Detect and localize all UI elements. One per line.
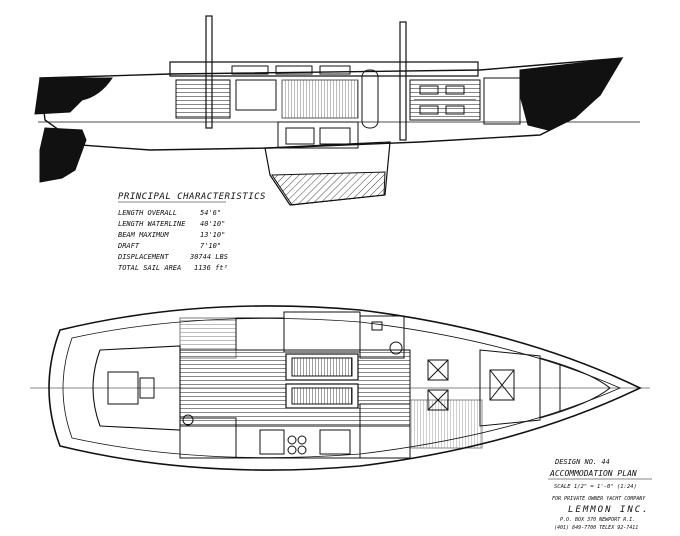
hull-plan-outer [48, 305, 642, 471]
accommodation-plan [30, 305, 650, 471]
firm-address: P.O. BOX 370 NEWPORT R.I. [560, 517, 635, 523]
bow-black-section [519, 57, 623, 131]
spec-value-displacement: 30744 LBS [189, 253, 228, 261]
spec-label-beam: BEAM MAXIMUM [118, 231, 169, 239]
drawing-title: ACCOMMODATION PLAN [549, 469, 637, 478]
drawing-scale: SCALE 1/2" = 1'-0" (1:24) [554, 484, 637, 490]
mizzen-mast [205, 15, 213, 129]
hull-plan-inner [62, 318, 622, 458]
main-mast [399, 21, 407, 141]
rudder [39, 127, 87, 183]
prepared-for: FOR PRIVATE OWNER YACHT COMPANY [552, 496, 646, 502]
spec-value-lwl: 40'10" [200, 220, 225, 228]
spec-label-displacement: DISPLACEMENT [117, 253, 169, 261]
deckhouse [169, 61, 479, 77]
spec-label-lwl: LENGTH WATERLINE [118, 220, 186, 228]
stern-black-section [34, 77, 113, 115]
design-number: DESIGN NO. 44 [554, 458, 610, 466]
firm-name: LEMMON INC. [568, 505, 650, 515]
deckhouse-window [319, 65, 351, 75]
spec-label-sail-area: TOTAL SAIL AREA [118, 264, 181, 272]
deckhouse-window [231, 65, 269, 75]
cockpit [92, 345, 181, 431]
spec-value-sail-area: 1136 ft² [194, 264, 228, 272]
spec-value-loa: 54'6" [200, 209, 221, 217]
spec-value-draft: 7'10" [200, 242, 221, 250]
firm-phone: (401) 849-7700 TELEX 92-7411 [554, 525, 638, 531]
title-block: DESIGN NO. 44 ACCOMMODATION PLAN SCALE 1… [548, 458, 652, 531]
deckhouse-window [275, 65, 313, 75]
spec-value-beam: 13'10" [200, 231, 225, 239]
spec-label-loa: LENGTH OVERALL [118, 209, 177, 217]
profile-view [34, 15, 640, 206]
principal-characteristics: PRINCIPAL CHARACTERISTICS LENGTH OVERALL… [117, 192, 266, 272]
spec-label-draft: DRAFT [117, 242, 140, 250]
characteristics-heading: PRINCIPAL CHARACTERISTICS [118, 192, 266, 202]
